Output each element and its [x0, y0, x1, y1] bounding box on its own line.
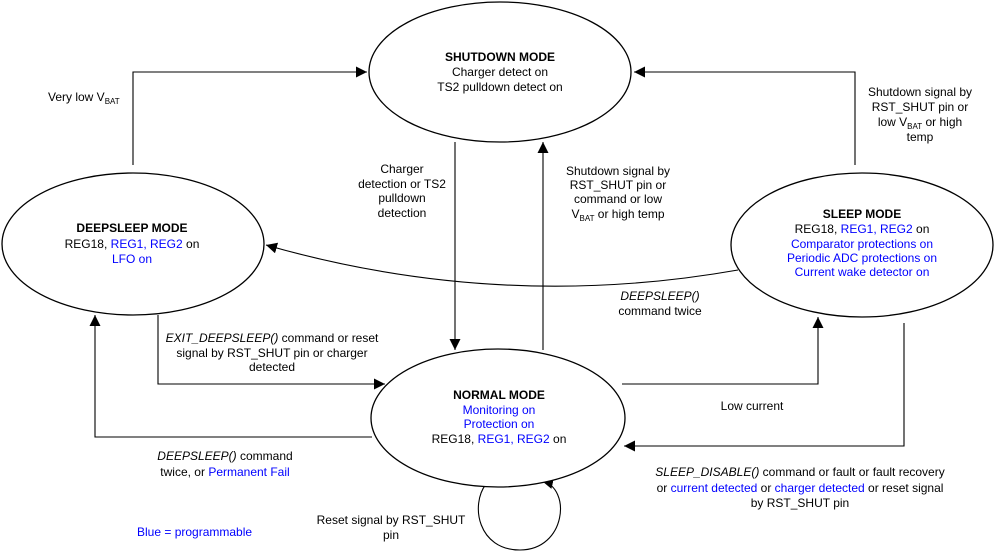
sleep-line4: Current wake detector on: [795, 265, 930, 279]
label-deepsleep-from-sleep-2: command twice: [618, 304, 702, 318]
label-charger-detection-4: detection: [378, 206, 427, 220]
deepsleep-title: DEEPSLEEP MODE: [76, 221, 187, 235]
normal-line2: Protection on: [464, 417, 535, 431]
label-sleep-disable-3: by RST_SHUT pin: [751, 496, 849, 510]
label-deepsleep-from-normal-2: twice, or Permanent Fail: [160, 465, 289, 479]
normal-line1: Monitoring on: [463, 403, 536, 417]
label-shutdown-center-1: Shutdown signal by: [566, 164, 670, 178]
label-shutdown-center-4: VBAT or high temp: [571, 207, 664, 223]
label-low-current: Low current: [721, 399, 784, 413]
label-reset-self-2: pin: [383, 528, 399, 542]
label-shutdown-right-4: temp: [907, 130, 934, 144]
deepsleep-regs: REG18, REG1, REG2 on: [65, 237, 200, 251]
label-charger-detection-2: detection or TS2: [358, 177, 446, 191]
state-sleep: [730, 172, 994, 318]
label-very-low-vbat: Very low VBAT: [48, 90, 120, 106]
label-sleep-disable-2: or current detected or charger detected …: [657, 481, 944, 495]
label-shutdown-right-1: Shutdown signal by: [868, 85, 972, 99]
shutdown-title: SHUTDOWN MODE: [445, 50, 555, 64]
sleep-line3: Periodic ADC protections on: [787, 251, 937, 265]
arrow-normal-to-sleep: [622, 317, 824, 385]
state-normal: [370, 348, 626, 488]
arrow-normal-self-loop: [477, 478, 562, 551]
label-reset-self-1: Reset signal by RST_SHUT: [317, 513, 466, 527]
label-deepsleep-from-normal-1: DEEPSLEEP() command: [157, 449, 292, 463]
state-deepsleep: [1, 172, 265, 316]
sleep-line2: Comparator protections on: [791, 237, 933, 251]
shutdown-line2: TS2 pulldown detect on: [437, 80, 562, 94]
shutdown-line1: Charger detect on: [452, 65, 548, 79]
sleep-regs: REG18, REG1, REG2 on: [795, 222, 930, 236]
normal-title: NORMAL MODE: [453, 388, 545, 402]
arrow-sleep-to-deepsleep: [265, 242, 739, 287]
arrow-sleep-to-normal: [624, 323, 905, 452]
label-sleep-disable-1: SLEEP_DISABLE() command or fault or faul…: [655, 465, 944, 479]
deepsleep-lfo: LFO on: [112, 252, 152, 266]
normal-regs: REG18, REG1, REG2 on: [432, 432, 567, 446]
arrow-sleep-to-shutdown: [634, 66, 856, 165]
label-exit-deepsleep-2: signal by RST_SHUT pin or charger: [176, 346, 367, 360]
arrow-deepsleep-to-normal: [157, 315, 385, 390]
label-shutdown-center-2: RST_SHUT pin or: [570, 178, 666, 192]
label-shutdown-right-3: low VBAT or high: [878, 115, 962, 131]
label-exit-deepsleep-1: EXIT_DEEPSLEEP() command or reset: [166, 331, 379, 345]
sleep-title: SLEEP MODE: [823, 207, 901, 221]
label-charger-detection-1: Charger: [380, 162, 423, 176]
state-shutdown: [368, 1, 632, 143]
arrow-normal-to-deepsleep: [89, 315, 372, 438]
legend-programmable: Blue = programmable: [137, 525, 252, 539]
label-exit-deepsleep-3: detected: [249, 360, 295, 374]
label-deepsleep-from-sleep-1: DEEPSLEEP(): [620, 289, 699, 303]
label-shutdown-right-2: RST_SHUT pin or: [872, 100, 968, 114]
arrow-deepsleep-to-shutdown: [132, 66, 367, 165]
label-charger-detection-3: pulldown: [378, 191, 425, 205]
label-shutdown-center-3: command or low: [574, 192, 662, 206]
